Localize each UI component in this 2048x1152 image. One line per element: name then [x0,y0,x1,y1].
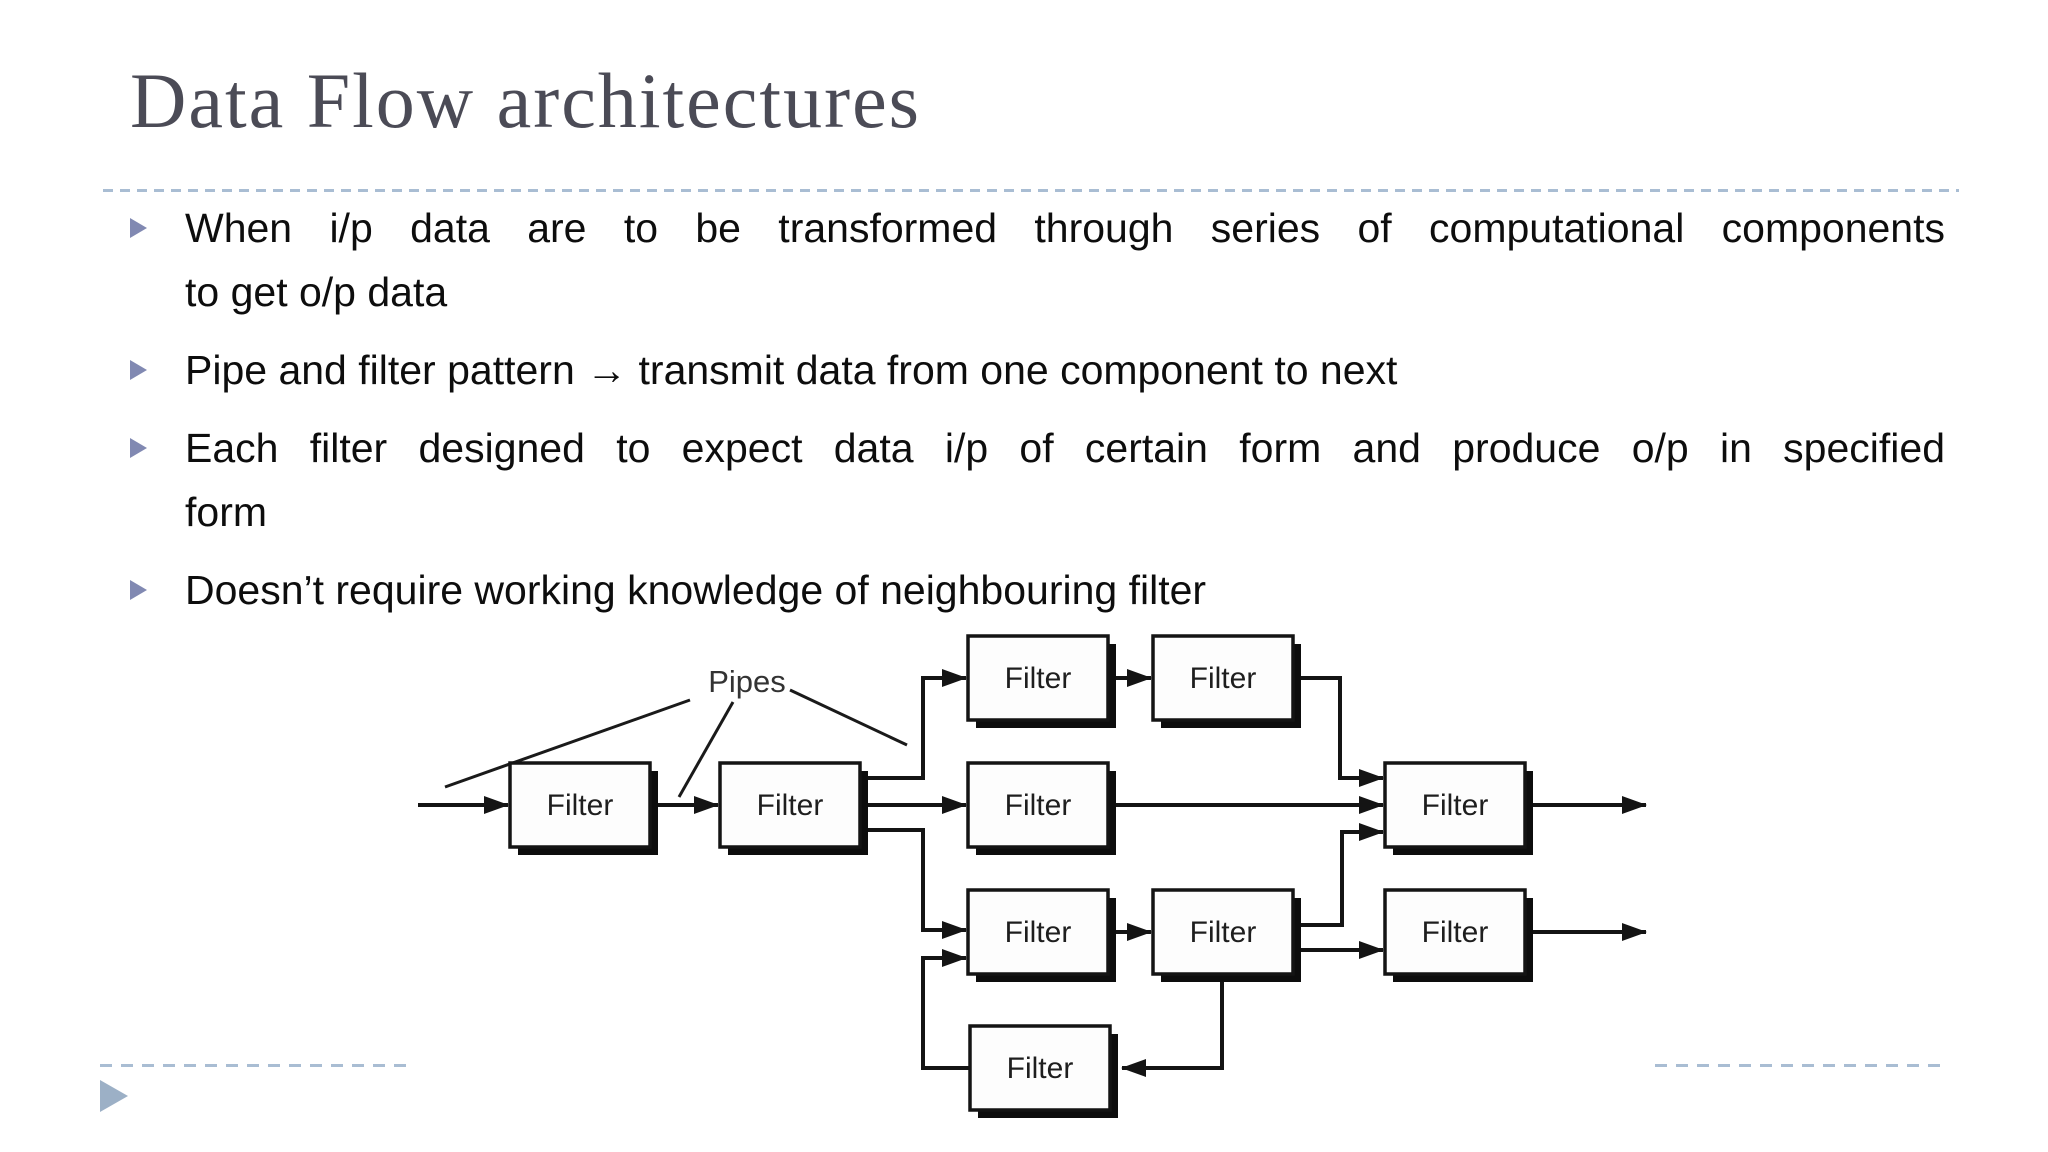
filter-box-label: Filter [1190,662,1257,695]
footer-dash-left [100,1064,408,1067]
bullet-item: Doesn’t require working knowledge of nei… [128,558,1948,622]
pipe-pointer-line [444,698,691,789]
filter-box-label: Filter [1422,916,1489,949]
filter-node: Filter [508,761,658,855]
filter-box-label: Filter [1005,789,1072,822]
bullet-item: Pipe and filter pattern → transmit data … [128,338,1948,402]
bullet-triangle-icon [130,360,147,380]
pipes-pointer-lines [444,688,908,798]
bullet-line: Each filter designed to expect data i/p … [185,425,1945,471]
bullet-item: When i/p data are to be transformed thro… [128,196,1948,324]
bullet-list: When i/p data are to be transformed thro… [128,196,1948,636]
filter-box-label: Filter [547,789,614,822]
bullet-line: form [185,489,267,535]
bullet-line: to get o/p data [185,269,448,315]
filter-node: Filter [1151,634,1301,728]
bullet-line: Pipe and filter pattern → transmit data … [185,347,1398,393]
filter-node: Filter [1383,888,1533,982]
bullet-triangle-icon [130,218,147,238]
filter-box-label: Filter [757,789,824,822]
filter-box-label: Filter [1005,916,1072,949]
pipes-label: Pipes [708,664,786,699]
pipe-arrow [860,828,967,939]
pipe-arrow [860,669,967,780]
feedback-pipe-arrow [921,949,970,1070]
bullet-line: Doesn’t require working knowledge of nei… [185,567,1207,613]
slide-title: Data Flow architectures [130,57,922,144]
footer-dash-right [1655,1064,1945,1067]
filter-box-label: Filter [1422,789,1489,822]
filter-box-label: Filter [1007,1052,1074,1085]
feedback-pipe-arrow [1121,974,1224,1077]
pipe-arrow [1293,823,1384,927]
filter-box-label: Filter [1190,916,1257,949]
filter-node: Filter [966,634,1116,728]
pipe-pointer-line [677,701,735,798]
pipe-arrow [1293,676,1384,787]
title-divider [103,189,1959,192]
filter-node: Filter [1383,761,1533,855]
filter-node: Filter [718,761,868,855]
pipe-pointer-line [789,688,908,747]
bullet-triangle-icon [130,438,147,458]
filter-node: Filter [968,1024,1118,1118]
pipe-connectors [418,669,1647,1077]
filter-node: Filter [966,888,1116,982]
bullet-item: Each filter designed to expect data i/p … [128,416,1948,544]
bullet-line: When i/p data are to be transformed thro… [185,205,1945,251]
filter-box-label: Filter [1005,662,1072,695]
slide-nav-triangle-icon [100,1080,128,1112]
filter-node: Filter [1151,888,1301,982]
filter-node: Filter [966,761,1116,855]
bullet-triangle-icon [130,580,147,600]
